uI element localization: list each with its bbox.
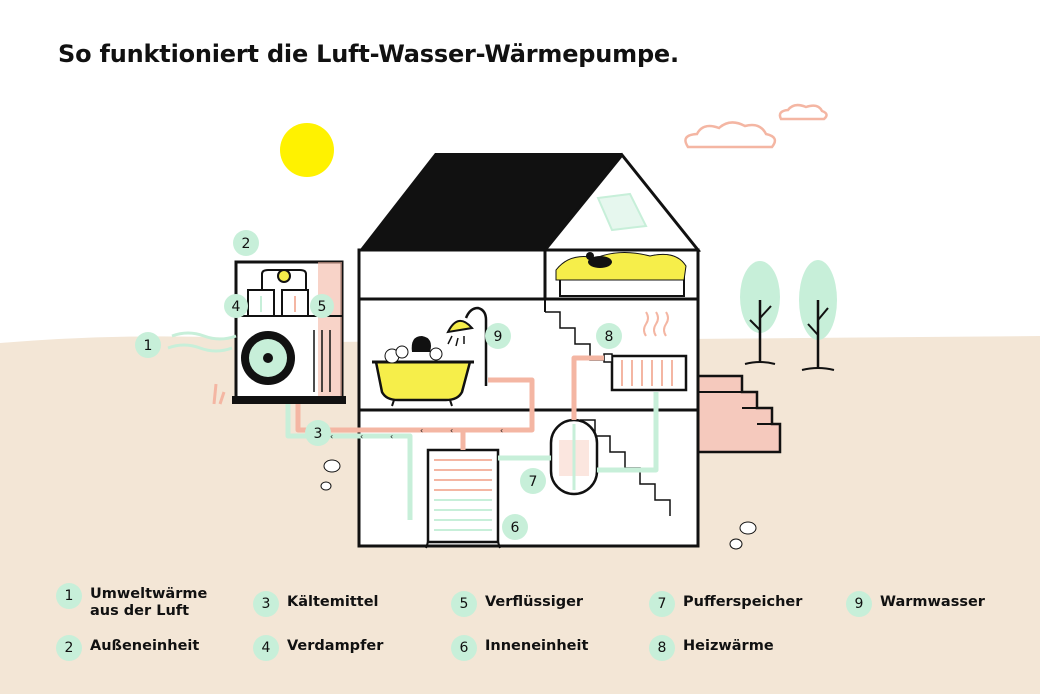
- stones: [320, 459, 757, 550]
- legend-number-badge: 5: [451, 591, 477, 617]
- svg-text:2: 2: [242, 236, 251, 252]
- legend-number-badge: 1: [56, 583, 82, 609]
- legend-label: Warmwasser: [880, 594, 985, 610]
- diagram-marker: 9: [485, 323, 511, 349]
- legend-label: Verflüssiger: [485, 594, 584, 610]
- svg-text:7: 7: [529, 474, 538, 490]
- legend-number-badge: 4: [253, 635, 279, 661]
- legend-item: 5 Verflüssiger: [451, 591, 603, 617]
- grass: [212, 383, 226, 405]
- legend-item: 9 Warmwasser: [846, 591, 998, 617]
- legend-label: Pufferspeicher: [683, 594, 803, 610]
- legend-item: 8 Heizwärme: [649, 635, 801, 661]
- svg-text:‹: ‹: [390, 432, 393, 441]
- svg-text:‹: ‹: [360, 432, 363, 441]
- legend-item: 4 Verdampfer: [253, 635, 405, 661]
- svg-text:6: 6: [511, 520, 520, 536]
- diagram-marker: 1: [135, 332, 161, 358]
- svg-text:8: 8: [605, 329, 614, 345]
- legend-item: 3 Kältemittel: [253, 591, 405, 617]
- svg-text:‹: ‹: [420, 426, 423, 435]
- legend-label: Heizwärme: [683, 638, 774, 654]
- diagram-marker: 7: [520, 468, 546, 494]
- legend-number-badge: 7: [649, 591, 675, 617]
- pipes: [285, 355, 659, 520]
- tree-right: [799, 260, 837, 371]
- outdoor-unit: [232, 260, 346, 404]
- shower-icon: [446, 306, 488, 386]
- cloud: [778, 103, 828, 121]
- legend-item: 2 Außeneinheit: [56, 635, 208, 661]
- svg-text:4: 4: [232, 299, 241, 315]
- outdoor-steps: [696, 374, 782, 454]
- legend-number-badge: 3: [253, 591, 279, 617]
- indoor-unit: [425, 448, 501, 549]
- sun: [280, 123, 334, 177]
- svg-text:‹: ‹: [450, 426, 453, 435]
- legend-label: Kältemittel: [287, 594, 379, 610]
- diagram-marker: 8: [596, 323, 622, 349]
- diagram-marker: 5: [310, 294, 334, 318]
- attic-bed: [555, 252, 687, 297]
- pipe-arrows: ‹ ‹ ‹ ‹ ‹ ‹: [330, 426, 503, 441]
- legend-label: Außeneinheit: [90, 638, 200, 654]
- legend: 1 Umweltwärme aus der Luft 2 Außeneinhei…: [56, 582, 1016, 672]
- radiator-icon: [603, 311, 688, 392]
- svg-text:5: 5: [318, 299, 327, 315]
- buffer-tank: [549, 418, 599, 496]
- legend-label: Umweltwärme aus der Luft: [90, 586, 208, 619]
- svg-text:3: 3: [314, 426, 323, 442]
- diagram-marker: 3: [305, 420, 331, 446]
- legend-number-badge: 8: [649, 635, 675, 661]
- svg-text:9: 9: [494, 329, 503, 345]
- svg-text:‹: ‹: [500, 426, 503, 435]
- tree-left: [740, 261, 780, 365]
- svg-text:‹: ‹: [330, 432, 333, 441]
- legend-number-badge: 6: [451, 635, 477, 661]
- legend-label: Verdampfer: [287, 638, 384, 654]
- bathtub: [372, 336, 474, 407]
- page-title: So funktioniert die Luft-Wasser-Wärmepum…: [58, 40, 679, 68]
- diagram-marker: 6: [502, 514, 528, 540]
- skylight-icon: [596, 192, 648, 232]
- air-waves: [167, 331, 237, 353]
- diagram-marker: 4: [224, 294, 248, 318]
- svg-text:1: 1: [144, 338, 153, 354]
- legend-number-badge: 9: [846, 591, 872, 617]
- legend-label: Inneneinheit: [485, 638, 589, 654]
- legend-item: 6 Inneneinheit: [451, 635, 603, 661]
- cloud: [684, 121, 777, 149]
- diagram-marker: 2: [233, 230, 259, 256]
- legend-item: 7 Pufferspeicher: [649, 591, 803, 617]
- legend-item: 1 Umweltwärme aus der Luft: [56, 583, 208, 620]
- legend-number-badge: 2: [56, 635, 82, 661]
